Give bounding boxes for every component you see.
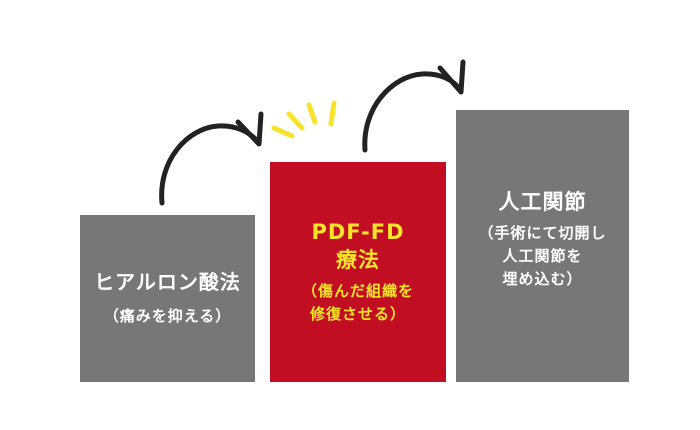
curved-arrow-icon [159, 111, 264, 206]
pdf-fd-title-line2: 療法 [336, 248, 380, 272]
hyaluronic-acid-title: ヒアルロン酸法 [94, 270, 241, 294]
artificial-joint-block: 人工関節 （手術にて切開し 人工関節を 埋め込む） [456, 110, 629, 382]
pdf-fd-subtitle-line1: （傷んだ組織を [301, 282, 414, 300]
pdf-fd-block: PDF-FD 療法 （傷んだ組織を 修復させる） [270, 162, 446, 382]
hyaluronic-acid-block: ヒアルロン酸法 （痛みを抑える） [80, 215, 255, 382]
artificial-joint-subtitle-line2: 人工関節を [502, 247, 583, 265]
artificial-joint-subtitle-line1: （手術にて切開し [478, 224, 607, 242]
spark-icon [271, 100, 337, 139]
hyaluronic-acid-subtitle: （痛みを抑える） [103, 307, 232, 325]
curved-arrow-icon [362, 59, 466, 153]
pdf-fd-subtitle-line2: 修復させる） [309, 305, 406, 323]
artificial-joint-subtitle-line3: 埋め込む） [502, 270, 583, 288]
pdf-fd-title-line1: PDF-FD [311, 220, 405, 244]
artificial-joint-title: 人工関節 [498, 190, 587, 214]
